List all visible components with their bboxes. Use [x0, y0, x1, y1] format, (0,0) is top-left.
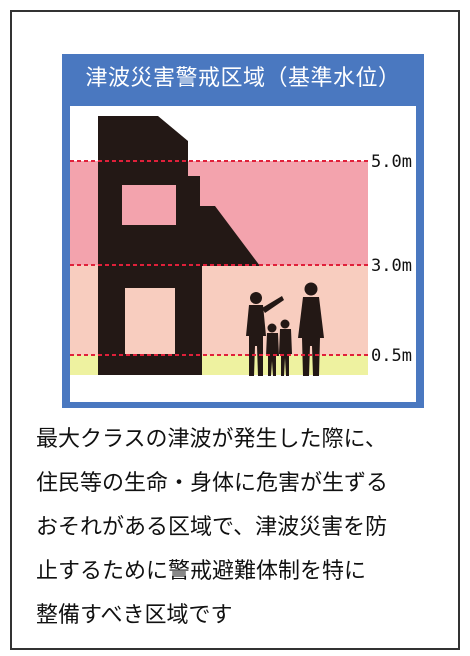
- level-label-5m: 5.0m: [371, 152, 412, 172]
- level-label-3m: 3.0m: [371, 256, 412, 276]
- description-line: 住民等の生命・身体に危害が生ずる: [36, 471, 389, 496]
- info-card: 津波災害警戒区域（基準水位）: [10, 10, 460, 650]
- house-window-upper: [122, 185, 176, 225]
- zone-description: 最大クラスの津波が発生した際に、 住民等の生命・身体に危害が生ずる おそれがある…: [36, 418, 456, 638]
- figure-illustration: 5.0m 3.0m 0.5m: [70, 106, 416, 402]
- figure-title: 津波災害警戒区域（基準水位）: [85, 66, 401, 91]
- level-label-05m: 0.5m: [371, 346, 412, 366]
- water-level-diagram: 5.0m 3.0m 0.5m: [70, 116, 412, 376]
- description-line: 整備すべき区域です: [36, 603, 233, 628]
- description-line: おそれがある区域で、津波災害を防: [36, 515, 388, 540]
- house-window-lower: [125, 288, 175, 354]
- description-line: 最大クラスの津波が発生した際に、: [36, 427, 387, 452]
- description-line: 止するために警戒避難体制を特に: [36, 559, 367, 584]
- family-silhouette: [246, 282, 324, 376]
- tsunami-zone-figure: 津波災害警戒区域（基準水位）: [62, 54, 424, 408]
